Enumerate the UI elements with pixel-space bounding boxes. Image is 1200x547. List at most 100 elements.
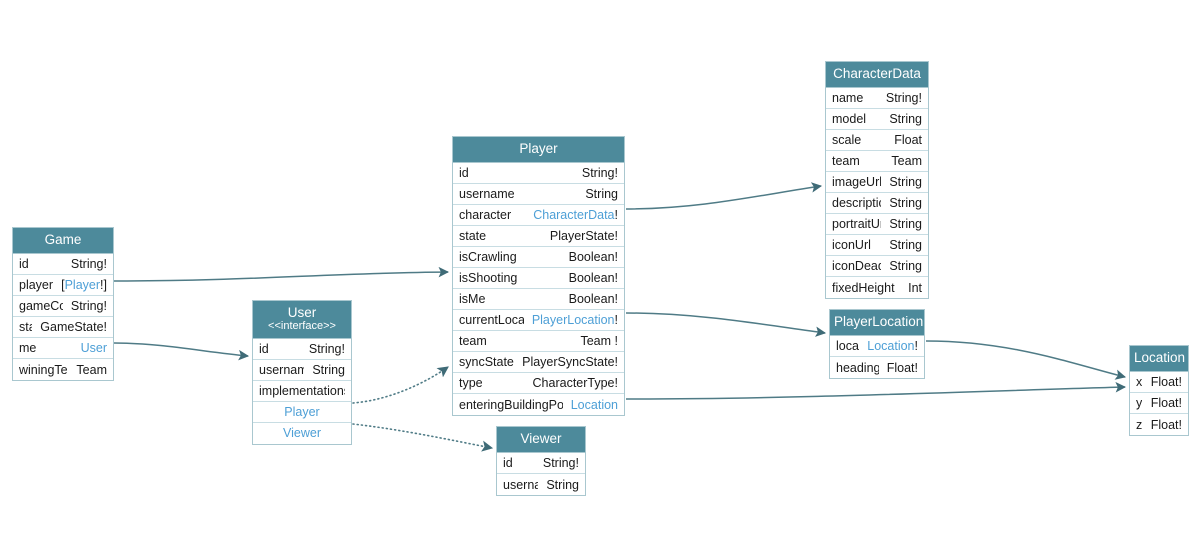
edge-game-players-to-player	[113, 266, 450, 282]
field-row: username String	[497, 474, 585, 496]
field-type: Float!	[1150, 396, 1182, 411]
field-name: players	[19, 278, 54, 293]
field-type: String!	[581, 166, 618, 181]
entity-name: Location	[1134, 350, 1186, 365]
field-type[interactable]: Location!	[867, 339, 918, 354]
field-type: String!	[308, 341, 345, 356]
field-type[interactable]: User	[80, 341, 107, 356]
entity-stereotype: <<interface>>	[268, 320, 336, 333]
field-type: String!	[70, 257, 107, 272]
field-name: id	[259, 341, 269, 356]
field-name: location	[836, 339, 859, 354]
field-type: String!	[542, 456, 579, 471]
field-type: CharacterType!	[532, 376, 618, 391]
field-row: state PlayerState!	[453, 226, 624, 248]
entity-title-user: User<<interface>>	[253, 301, 351, 339]
field-name: scale	[832, 133, 862, 148]
field-type[interactable]: CharacterData!	[533, 208, 618, 223]
field-name: username	[459, 187, 515, 202]
field-name: z	[1136, 417, 1143, 432]
field-row[interactable]: enteringBuildingPositionLocation	[453, 394, 624, 416]
field-row: gameCodeString!	[13, 296, 113, 318]
entity-box-user[interactable]: User<<interface>> id String! usernameString…	[252, 300, 352, 445]
field-row[interactable]: location Location!	[830, 336, 924, 358]
field-type: String	[889, 238, 922, 253]
field-name: heading	[836, 360, 879, 375]
field-row: stateGameState!	[13, 317, 113, 339]
field-row[interactable]: character CharacterData!	[453, 205, 624, 227]
field-row: scale Float	[826, 130, 928, 152]
entity-box-playerlocation[interactable]: PlayerLocationlocationLocation!headingFl…	[829, 309, 925, 380]
field-row: username String	[453, 184, 624, 206]
field-name: character	[459, 208, 512, 223]
field-name: state	[459, 229, 487, 244]
entity-title-viewer: Viewer	[497, 427, 585, 454]
field-row: winingTeam Team	[13, 359, 113, 381]
field-type: String	[312, 362, 345, 377]
implementation-row[interactable]: Player	[253, 401, 351, 423]
field-name: id	[503, 456, 513, 471]
field-name: winingTeam	[19, 362, 68, 377]
implementation-row[interactable]: Viewer	[253, 422, 351, 444]
field-type: String	[889, 175, 922, 190]
field-type: Int	[908, 280, 922, 295]
field-row: iconDeadUrlString	[826, 256, 928, 278]
field-name: type	[459, 376, 483, 391]
field-type: Team	[891, 154, 922, 169]
field-name: implementations	[259, 383, 345, 398]
field-type[interactable]: PlayerLocation!	[531, 313, 618, 328]
field-type[interactable]: Location	[570, 397, 618, 412]
field-row: descriptionString	[826, 193, 928, 215]
field-name: fixedHeight	[832, 280, 895, 295]
field-row: name String!	[826, 88, 928, 110]
field-name: username	[503, 477, 539, 492]
field-row: team Team	[826, 151, 928, 173]
field-row[interactable]: currentLocation PlayerLocation!	[453, 310, 624, 332]
entity-name: User	[287, 305, 317, 320]
edge-player-character-to-characterdata	[625, 182, 823, 210]
field-type: Boolean!	[568, 271, 618, 286]
field-name: syncState	[459, 355, 514, 370]
field-type[interactable]: [Player!]	[61, 278, 107, 293]
field-name: currentLocation	[459, 313, 524, 328]
entity-title-player: Player	[453, 137, 624, 164]
field-name: iconUrl	[832, 238, 871, 253]
field-name: model	[832, 112, 867, 127]
field-row[interactable]: players [Player!]	[13, 275, 113, 297]
field-name: iconDeadUrl	[832, 259, 881, 274]
field-row: portraitUrlString	[826, 214, 928, 236]
edge-user-player-impl	[352, 366, 449, 404]
entity-box-viewer[interactable]: Viewer id String!username String	[496, 426, 586, 497]
field-name: description	[832, 196, 881, 211]
entity-title-game: Game	[13, 228, 113, 255]
field-name: team	[832, 154, 860, 169]
field-row: isShooting Boolean!	[453, 268, 624, 290]
field-type: PlayerState!	[549, 229, 618, 244]
field-name: isShooting	[459, 271, 518, 286]
field-type: Float	[894, 133, 922, 148]
field-type: String!	[885, 91, 922, 106]
entity-name: Viewer	[520, 431, 562, 446]
edge-user-viewer-impl	[352, 423, 494, 452]
field-type: String	[546, 477, 579, 492]
field-name: name	[832, 91, 864, 106]
field-type: Team	[76, 362, 107, 377]
entity-title-playerlocation: PlayerLocation	[830, 310, 924, 337]
entity-title-characterdata: CharacterData	[826, 62, 928, 89]
field-type: String	[585, 187, 618, 202]
field-type: Boolean!	[568, 250, 618, 265]
field-row: id String!	[253, 338, 351, 360]
